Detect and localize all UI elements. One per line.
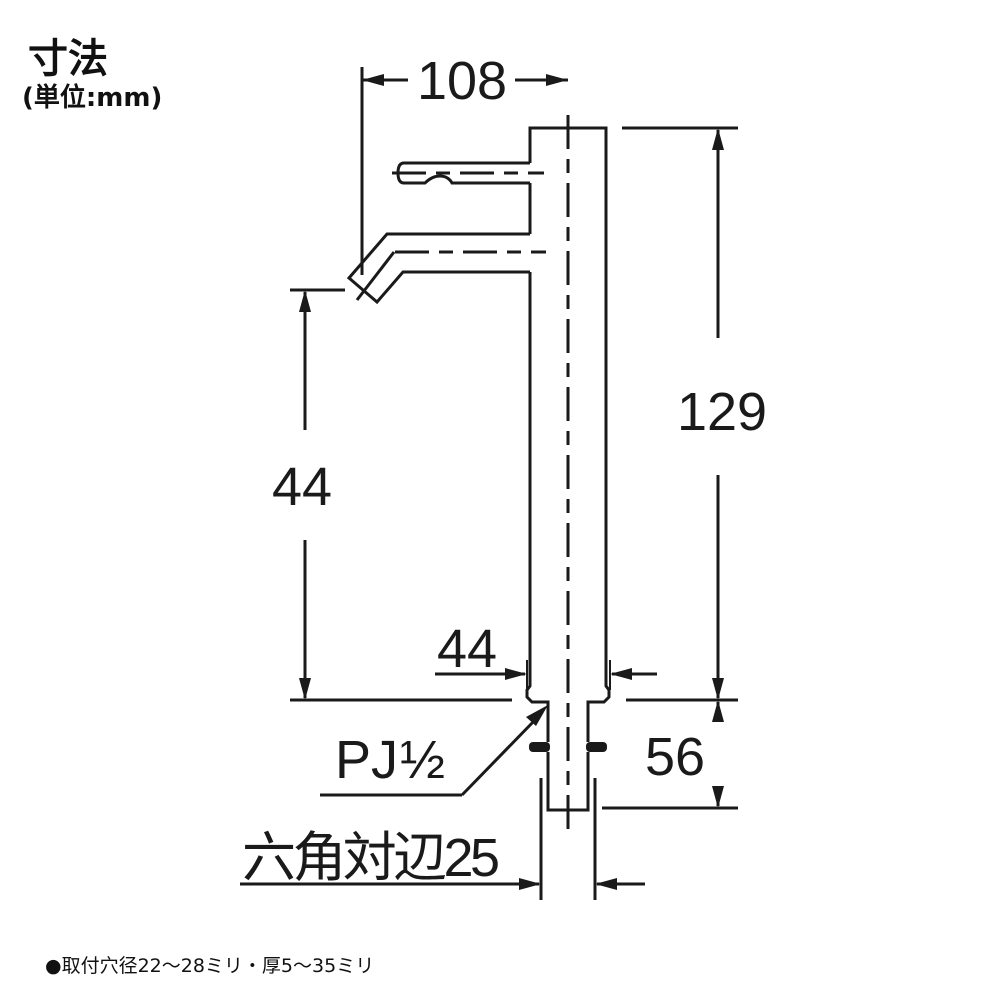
svg-text:½: ½ xyxy=(400,730,445,790)
svg-text:六角対辺25: 六角対辺25 xyxy=(242,828,500,888)
dimension-spout-height: 44 xyxy=(272,288,512,702)
left-nut xyxy=(529,742,550,752)
dimension-spout-reach: 108 xyxy=(360,51,568,275)
svg-text:108: 108 xyxy=(417,51,507,111)
drawing-title: 寸法 xyxy=(28,36,108,82)
svg-text:PJ: PJ xyxy=(335,730,398,790)
spout xyxy=(346,232,530,305)
dimension-shank-length: 56 xyxy=(602,700,738,810)
thread-callout: PJ ½ xyxy=(320,705,548,797)
unit-label: (単位:mm) xyxy=(22,82,162,113)
right-nut xyxy=(586,742,607,752)
dimension-hex: 六角対辺25 xyxy=(240,778,645,900)
svg-text:44: 44 xyxy=(272,457,332,517)
lever-handle xyxy=(396,161,530,185)
dimension-total-height: 129 xyxy=(622,126,767,702)
faucet-body xyxy=(346,115,611,832)
svg-text:56: 56 xyxy=(645,727,705,787)
footnote: ●取付穴径22～28ミリ・厚5～35ミリ xyxy=(45,955,374,977)
svg-text:129: 129 xyxy=(677,382,767,442)
svg-text:44: 44 xyxy=(437,619,497,679)
shank-fitting xyxy=(525,672,611,812)
dimension-body-diameter: 44 xyxy=(435,619,657,690)
